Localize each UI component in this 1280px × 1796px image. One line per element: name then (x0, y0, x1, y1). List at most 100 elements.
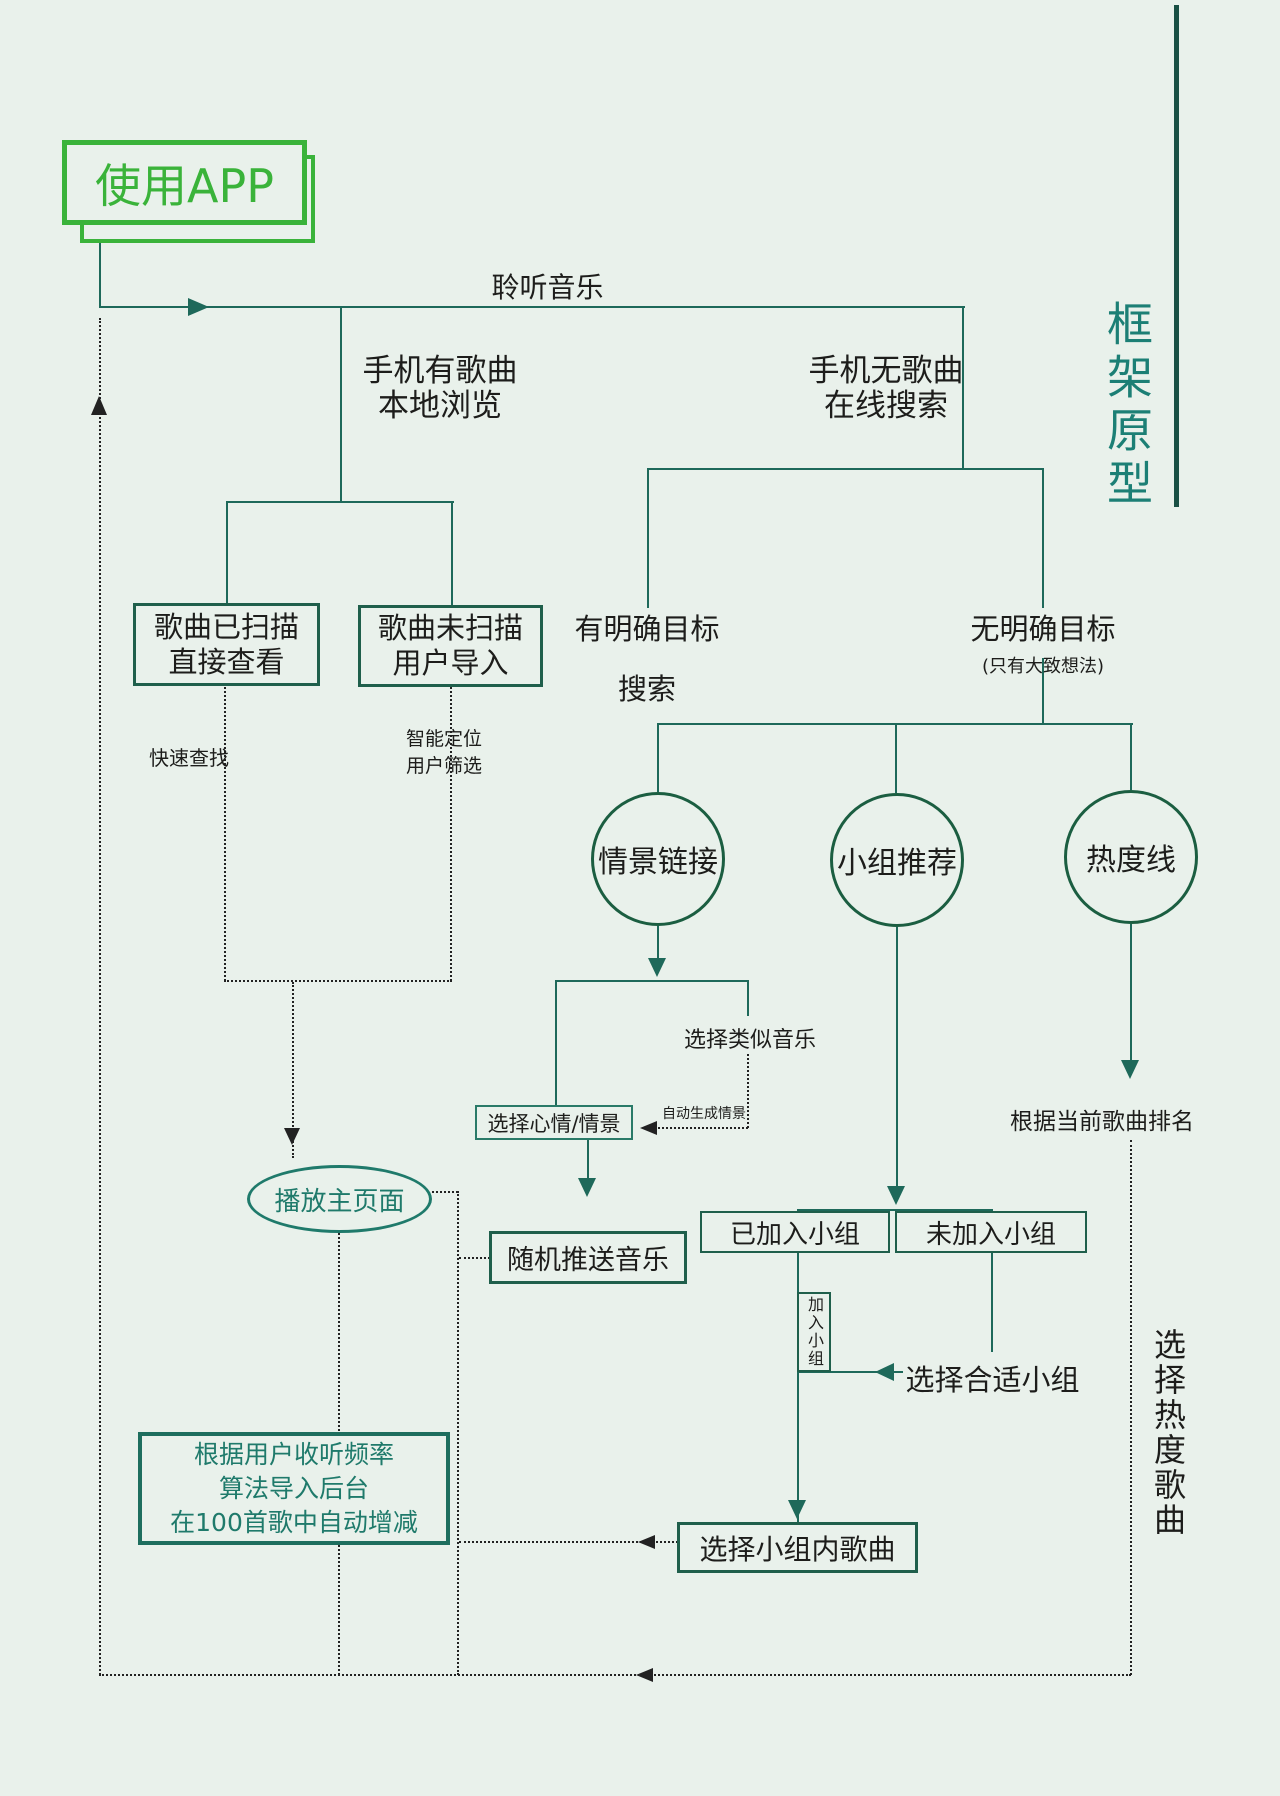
label-local-line1: 手机有歌曲 (362, 353, 518, 389)
line-to-scanned (226, 503, 228, 604)
line-to-group (895, 725, 897, 793)
dotted-join-local (224, 980, 452, 982)
node-scanned-line2: 直接查看 (168, 644, 285, 679)
line-to-clear-goal (647, 470, 649, 608)
line-listen-main (99, 306, 965, 308)
label-clear-goal: 有明确目标 (574, 612, 720, 646)
node-mood-select: 选择心情/情景 (475, 1105, 633, 1140)
arrow-down-group-songs-icon (788, 1500, 806, 1519)
arrow-down-rank-icon (1121, 1060, 1139, 1079)
arrow-left-choose-group-icon (875, 1363, 894, 1381)
line-to-hot (1130, 725, 1132, 790)
dotted-stub-random (459, 1257, 490, 1259)
line-joined-down (797, 1253, 799, 1523)
node-algorithm-line3: 在100首歌中自动增减 (170, 1507, 418, 1537)
line-choose-group-h (797, 1371, 903, 1373)
line-local-down (340, 307, 342, 503)
label-song-rank: 根据当前歌曲排名 (1010, 1102, 1194, 1136)
line-local-split (226, 501, 454, 503)
node-imported-line2: 用户导入 (392, 646, 509, 680)
line-to-similar (747, 982, 749, 1016)
node-scene-link: 情景链接 (591, 792, 725, 926)
line-scene-split (555, 980, 749, 982)
label-online-line2: 在线搜索 (824, 388, 948, 424)
node-scanned-line1: 歌曲已扫描 (153, 609, 299, 644)
dotted-bottom-return (99, 1674, 1131, 1676)
node-algorithm: 根据用户收听频率 算法导入后台 在100首歌中自动增减 (138, 1432, 450, 1545)
label-smart-line2: 用户筛选 (405, 755, 482, 777)
line-to-vague-goal (1042, 470, 1044, 608)
label-listen-music: 聆听音乐 (491, 271, 604, 304)
node-imported-line1: 歌曲未扫描 (377, 611, 523, 645)
line-group-split (797, 1209, 993, 1211)
page-title: 框架原型 (1100, 300, 1154, 512)
node-group-recommend: 小组推荐 (830, 793, 964, 927)
label-online-line1: 手机无歌曲 (808, 353, 964, 389)
line-online-down (962, 307, 964, 469)
dotted-auto-scene-h (650, 1127, 748, 1129)
dotted-line-scanned (224, 687, 226, 981)
line-circles-split (657, 723, 1133, 725)
node-hot-line-label: 热度线 (1086, 843, 1176, 878)
node-not-joined-group-label: 未加入小组 (925, 1219, 1056, 1250)
node-join-group: 加入小组 (797, 1292, 831, 1372)
node-scene-link-label: 情景链接 (598, 845, 718, 880)
node-random-push-label: 随机推送音乐 (507, 1245, 669, 1276)
node-mood-select-label: 选择心情/情景 (487, 1111, 621, 1136)
line-mood-down (587, 1140, 589, 1180)
line-to-scene (657, 725, 659, 792)
arrow-down-scene-icon (648, 958, 666, 977)
node-hot-line: 热度线 (1064, 790, 1198, 924)
line-hot-down (1130, 924, 1132, 1062)
line-vague-down (1042, 658, 1044, 724)
node-random-push: 随机推送音乐 (489, 1231, 687, 1284)
label-pick-hot-songs: 选择热度歌曲 (1149, 1328, 1187, 1538)
node-join-group-label: 加入小组 (805, 1296, 824, 1368)
arrow-left-bottom-icon (636, 1668, 653, 1682)
arrow-down-random-icon (578, 1178, 596, 1197)
arrow-right-listen-icon (188, 298, 209, 316)
node-group-recommend-label: 小组推荐 (837, 846, 957, 881)
label-similar-music: 选择类似音乐 (684, 1022, 816, 1054)
dotted-to-player (292, 982, 294, 1158)
label-clear-goal-sub: 搜索 (617, 672, 676, 706)
node-joined-group: 已加入小组 (700, 1211, 890, 1253)
line-notjoined-down (991, 1253, 993, 1352)
line-scene-down (657, 926, 659, 960)
arrow-left-auto-scene-icon (640, 1121, 657, 1135)
side-bar (1174, 5, 1179, 507)
node-not-joined-group: 未加入小组 (895, 1211, 1087, 1253)
node-choose-group-songs-label: 选择小组内歌曲 (699, 1532, 896, 1566)
arrow-down-player-icon (284, 1128, 300, 1145)
dotted-line-imported (450, 687, 452, 981)
node-scanned: 歌曲已扫描 直接查看 (133, 603, 320, 686)
label-smart-line1: 智能定位 (405, 728, 482, 750)
dotted-from-group-songs (459, 1541, 678, 1543)
line-to-imported (451, 503, 453, 606)
label-vague-goal-sub: (只有大致想法) (981, 656, 1105, 677)
dotted-mid-vertical (457, 1191, 459, 1675)
line-start-down (99, 243, 101, 307)
label-quick-find: 快速查找 (149, 746, 229, 770)
node-algorithm-line2: 算法导入后台 (218, 1473, 369, 1503)
line-group-down (896, 927, 898, 1187)
node-player-page: 播放主页面 (247, 1165, 432, 1233)
arrow-up-return-icon (91, 396, 107, 415)
label-choose-group: 选择合适小组 (905, 1363, 1080, 1397)
label-vague-goal: 无明确目标 (970, 612, 1116, 646)
label-local-line2: 本地浏览 (378, 388, 502, 424)
dotted-hotline-down (1130, 1140, 1132, 1675)
arrow-down-group-icon (887, 1186, 905, 1205)
line-online-split (647, 468, 1044, 470)
node-player-page-label: 播放主页面 (274, 1186, 405, 1217)
return-line-left (99, 318, 101, 1675)
arrow-left-group-songs-icon (638, 1535, 655, 1549)
start-node-label: 使用APP (95, 158, 274, 213)
node-imported: 歌曲未扫描 用户导入 (358, 605, 543, 687)
node-algorithm-line1: 根据用户收听频率 (193, 1439, 394, 1469)
dotted-auto-scene-v (747, 1054, 749, 1128)
dotted-player-right (432, 1191, 458, 1193)
label-auto-scene: 自动生成情景 (662, 1106, 746, 1122)
node-joined-group-label: 已加入小组 (729, 1219, 860, 1250)
